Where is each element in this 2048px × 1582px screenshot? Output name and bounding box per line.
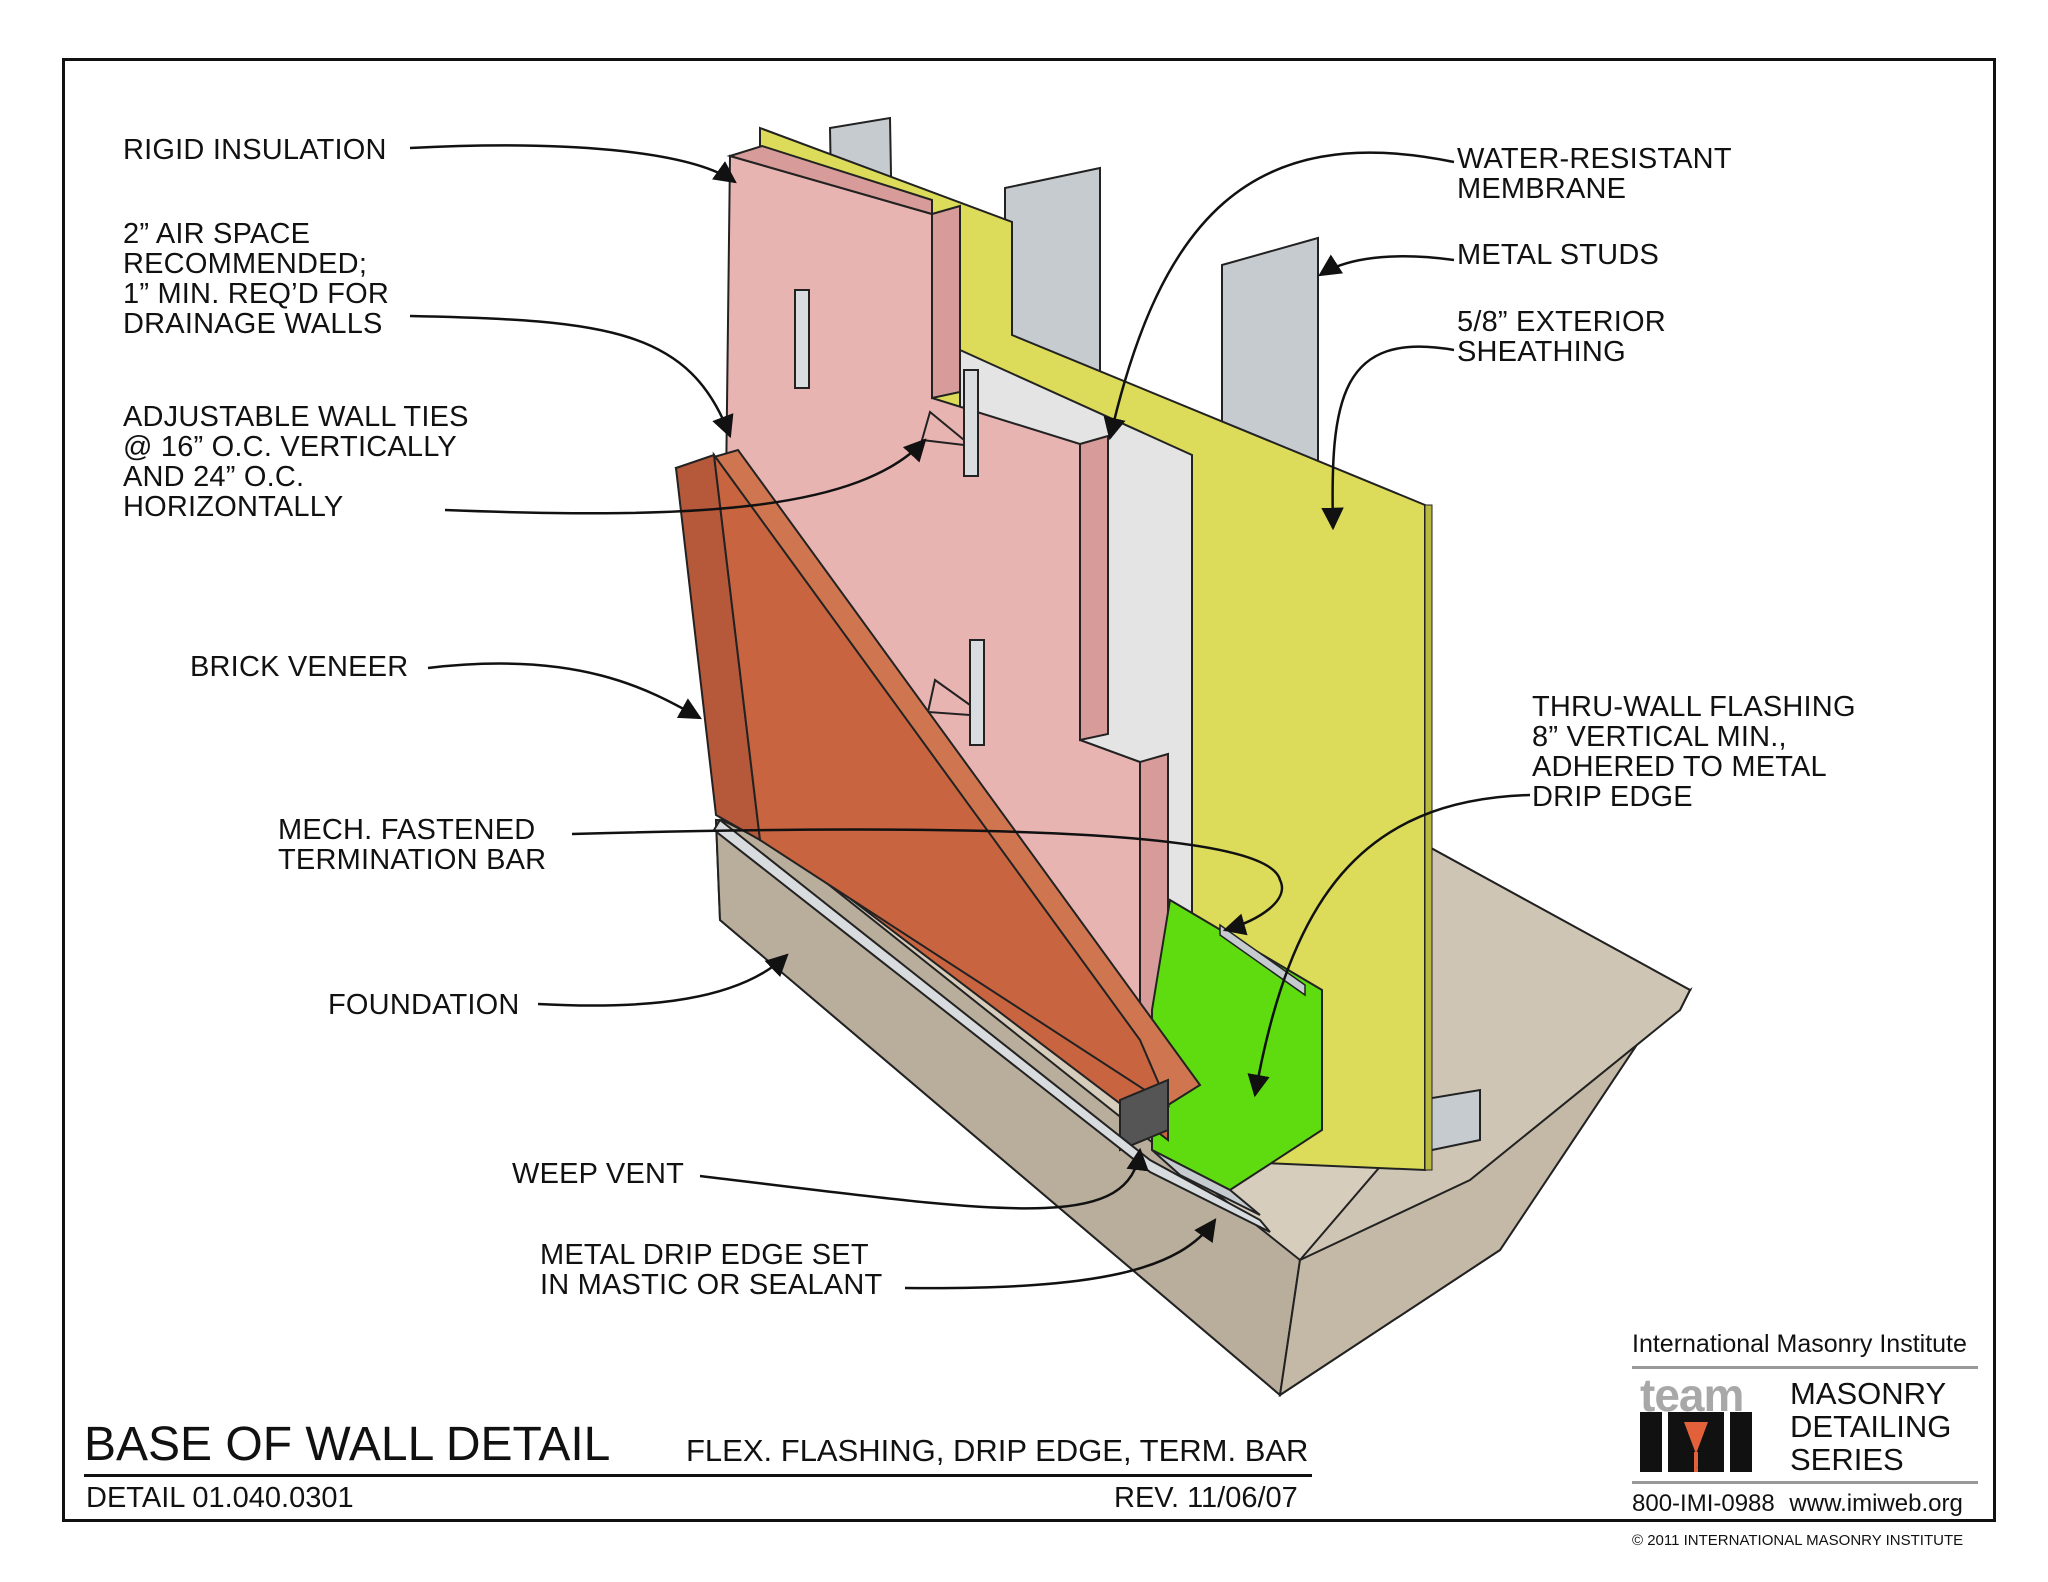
label-metal-studs: METAL STUDS: [1457, 239, 1659, 271]
leader-sheathing: [1321, 345, 1455, 531]
leader-flashing: [1247, 793, 1531, 1098]
phone-number: 800-IMI-0988: [1632, 1490, 1775, 1517]
copyright-notice: © 2011 INTERNATIONAL MASONRY INSTITUTE: [1632, 1532, 1964, 1549]
label-termination-bar: MECH. FASTENED TERMINATION BAR: [278, 814, 547, 876]
detail-number: DETAIL 01.040.0301: [86, 1482, 354, 1514]
leader-lines: [409, 144, 1531, 1290]
leader-metal-studs: [1318, 254, 1455, 277]
logo-rule-top: [1632, 1366, 1978, 1369]
label-sheathing: 5/8” EXTERIOR SHEATHING: [1457, 306, 1666, 368]
label-brick-veneer: BRICK VENEER: [190, 651, 409, 683]
label-membrane: WATER-RESISTANT MEMBRANE: [1457, 143, 1732, 205]
label-foundation: FOUNDATION: [328, 989, 520, 1021]
label-air-space: 2” AIR SPACE RECOMMENDED; 1” MIN. REQ’D …: [123, 218, 390, 340]
leader-wall-ties: [444, 438, 927, 515]
institute-name: International Masonry Institute: [1632, 1330, 1967, 1358]
leader-termination-bar: [571, 828, 1284, 936]
revision-date: REV. 11/06/07: [1114, 1482, 1298, 1514]
label-wall-ties: ADJUSTABLE WALL TIES @ 16” O.C. VERTICAL…: [123, 401, 469, 523]
label-weep-vent: WEEP VENT: [512, 1158, 685, 1190]
leader-foundation: [537, 953, 789, 1007]
label-rigid-insulation: RIGID INSULATION: [123, 134, 387, 166]
label-flashing: THRU-WALL FLASHING 8” VERTICAL MIN., ADH…: [1532, 691, 1856, 813]
logo-rule-bottom: [1632, 1481, 1978, 1484]
website-link[interactable]: www.imiweb.org: [1789, 1490, 1963, 1517]
label-drip-edge: METAL DRIP EDGE SET IN MASTIC OR SEALANT: [540, 1239, 883, 1301]
leader-drip-edge: [904, 1218, 1217, 1290]
leader-rigid-insulation: [409, 144, 737, 184]
title-underline: [84, 1474, 1312, 1477]
contact-line: 800-IMI-0988 www.imiweb.org: [1632, 1490, 1963, 1518]
wall-ties: [794, 289, 985, 746]
leader-air-space: [409, 314, 734, 439]
leader-weep-vent: [699, 1147, 1149, 1210]
imi-brand-mark: IMI: [1696, 1467, 1698, 1469]
drawing-title: BASE OF WALL DETAIL: [84, 1418, 611, 1471]
thru-wall-flashing: [1151, 898, 1323, 1216]
imi-logo-mark: IMI: [1640, 1412, 1752, 1472]
brick-veneer: [674, 448, 1202, 1152]
drawing-border: [62, 58, 1996, 1522]
series-name: MASONRY DETAILING SERIES: [1790, 1376, 1952, 1477]
drawing-subtitle: FLEX. FLASHING, DRIP EDGE, TERM. BAR: [686, 1433, 1309, 1468]
leader-membrane: [1103, 151, 1455, 441]
leader-brick-veneer: [427, 662, 702, 720]
